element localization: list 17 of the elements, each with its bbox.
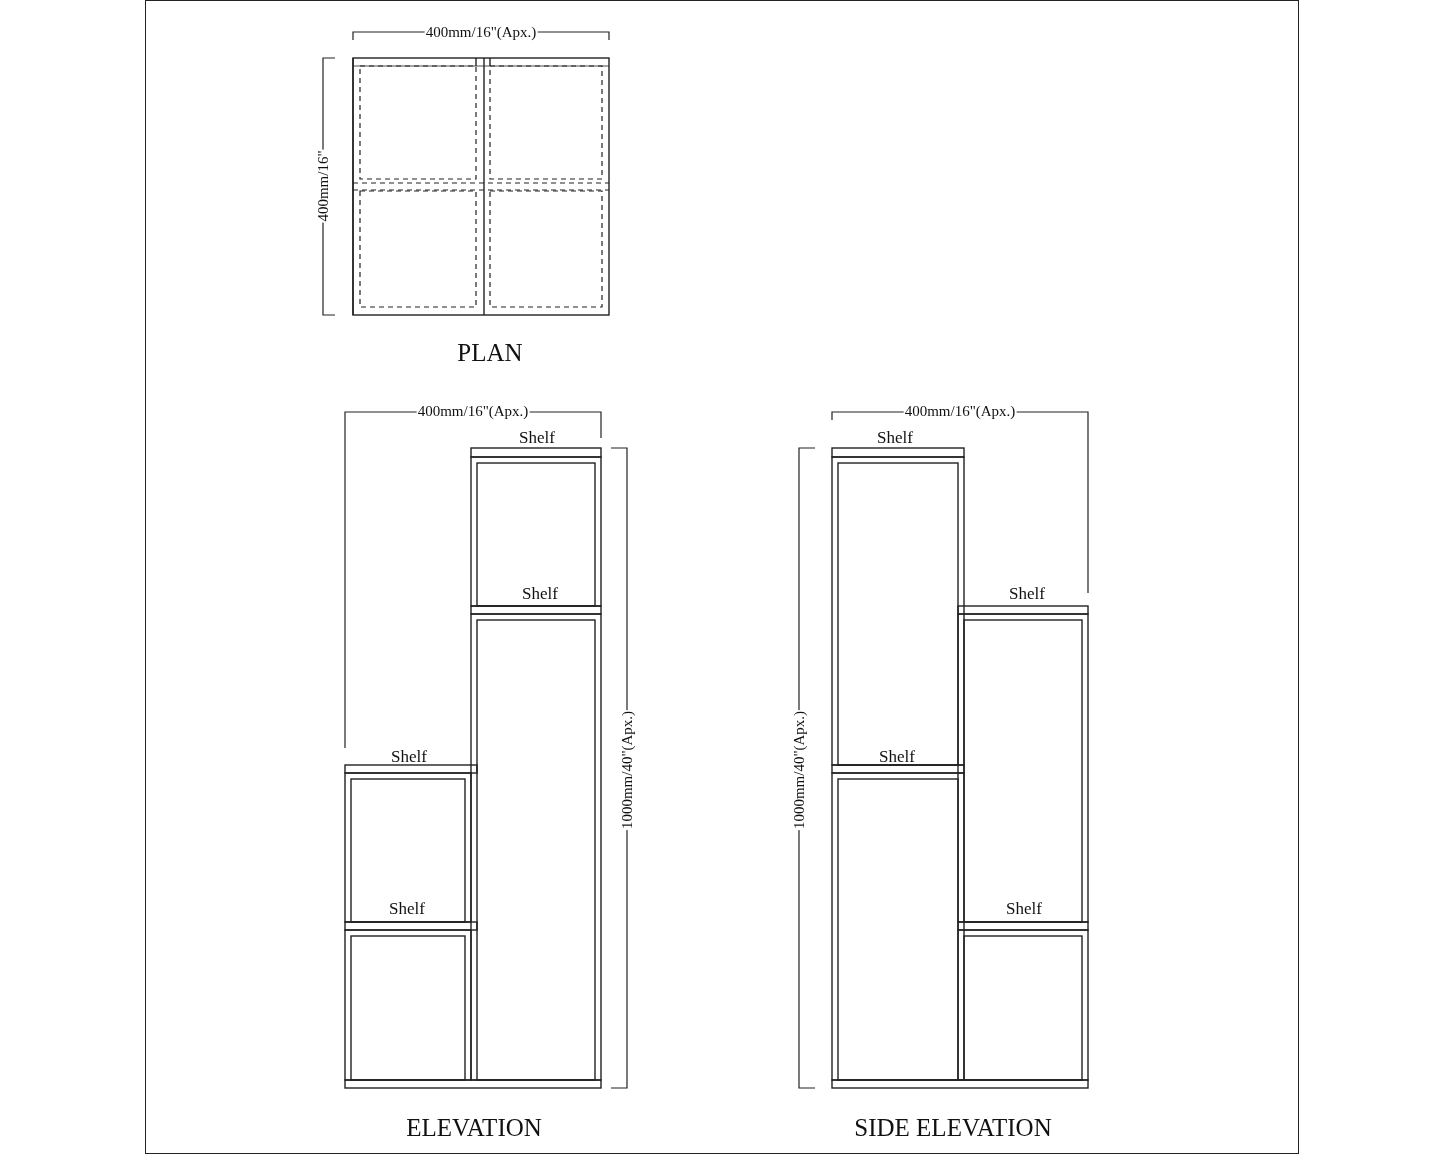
dimension-text: 400mm/16"(Apx.) (416, 403, 530, 419)
part-label: Shelf (877, 428, 913, 446)
part-label: Shelf (1009, 584, 1045, 602)
dimension-text: 1000mm/40"(Apx.) (619, 709, 635, 831)
part-label: Shelf (879, 747, 915, 765)
dimension-text: 1000mm/40"(Apx.) (791, 709, 807, 831)
part-label: Shelf (391, 747, 427, 765)
view-title: ELEVATION (406, 1114, 542, 1140)
dimension-text: 400mm/16"(Apx.) (424, 24, 538, 40)
part-label: Shelf (519, 428, 555, 446)
view-title: PLAN (457, 339, 523, 365)
part-label: Shelf (1006, 899, 1042, 917)
view-title: SIDE ELEVATION (854, 1114, 1052, 1140)
part-label: Shelf (389, 899, 425, 917)
dimension-text: 400mm/16" (315, 149, 331, 223)
part-label: Shelf (522, 584, 558, 602)
dimension-text: 400mm/16"(Apx.) (903, 403, 1017, 419)
